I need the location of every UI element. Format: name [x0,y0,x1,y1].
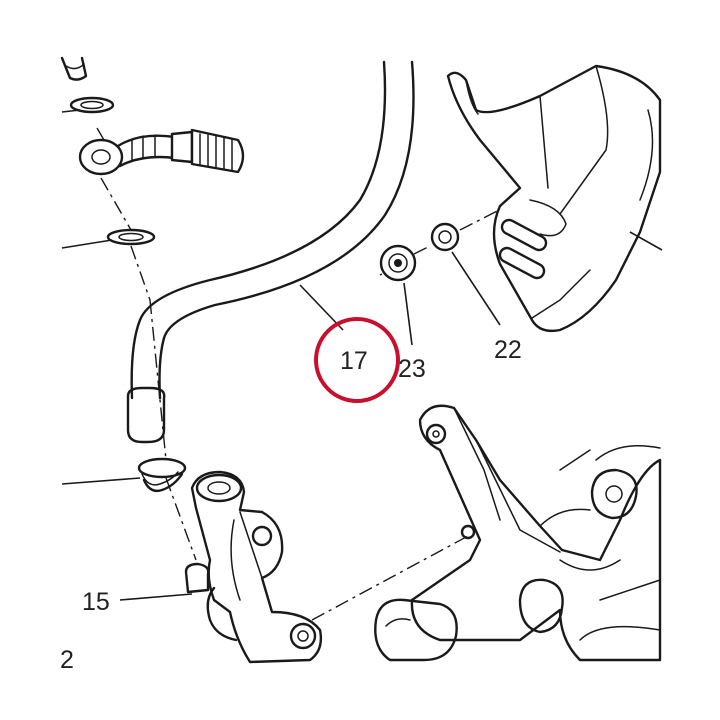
callout-22[interactable]: 22 [494,336,522,364]
reservoir-hose [126,60,415,444]
assembly-axis-frame [311,535,469,621]
callout-17[interactable]: 17 [340,347,368,375]
callout-15[interactable]: 15 [82,588,110,616]
callout-partial[interactable]: 2 [60,646,74,674]
master-cylinder [184,470,323,664]
highlight-circle [314,317,400,403]
leader-hose-clamp [61,477,141,485]
washer-middle [106,228,156,246]
leader-17 [299,284,344,331]
washer-22 [430,222,460,252]
leader-washer-middle [61,239,113,249]
leader-washer-top [61,109,81,113]
leader-bracket [629,231,663,251]
washer-23 [379,244,417,282]
leader-22 [451,251,501,326]
leader-23 [403,282,413,346]
callout-23[interactable]: 23 [398,355,426,383]
banjo-bolt [60,56,88,81]
rearset-frame [374,404,662,662]
banjo-fitting [78,128,245,176]
leader-15 [119,593,193,601]
assembly-axis-vertical [96,127,197,561]
mounting-bracket [446,64,662,333]
washer-top [69,96,115,114]
hose-clamp [137,457,187,493]
